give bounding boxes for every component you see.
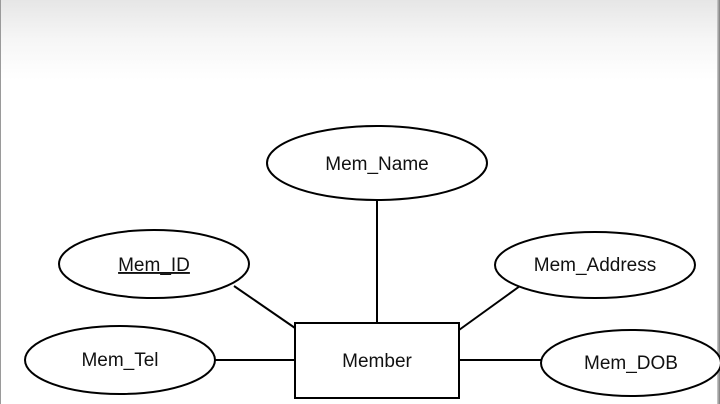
entity-member: Member xyxy=(294,322,460,399)
key-attribute-label: Mem_ID xyxy=(118,255,190,276)
attribute-label: Mem_DOB xyxy=(584,353,678,374)
attribute-ellipse xyxy=(494,231,696,299)
attribute-mem-dob: Mem_DOB xyxy=(540,329,720,397)
entity-box xyxy=(294,322,460,399)
attribute-ellipse xyxy=(540,329,720,397)
attribute-mem-name: Mem_Name xyxy=(266,125,488,201)
slide-left-border xyxy=(0,0,1,404)
link-member-address xyxy=(458,285,521,331)
attribute-label: Mem_Name xyxy=(325,154,428,175)
attribute-mem-address: Mem_Address xyxy=(494,231,696,299)
attribute-ellipse xyxy=(24,325,216,395)
entity-label: Member xyxy=(342,351,412,372)
attribute-label: Mem_Tel xyxy=(81,350,158,371)
attribute-ellipse xyxy=(266,125,488,201)
link-member-id xyxy=(233,285,296,329)
attribute-mem-id: Mem_ID xyxy=(58,229,250,299)
slide-right-border xyxy=(717,0,720,404)
attribute-mem-tel: Mem_Tel xyxy=(24,325,216,395)
attribute-ellipse xyxy=(58,229,250,299)
attribute-label: Mem_Address xyxy=(534,255,657,276)
